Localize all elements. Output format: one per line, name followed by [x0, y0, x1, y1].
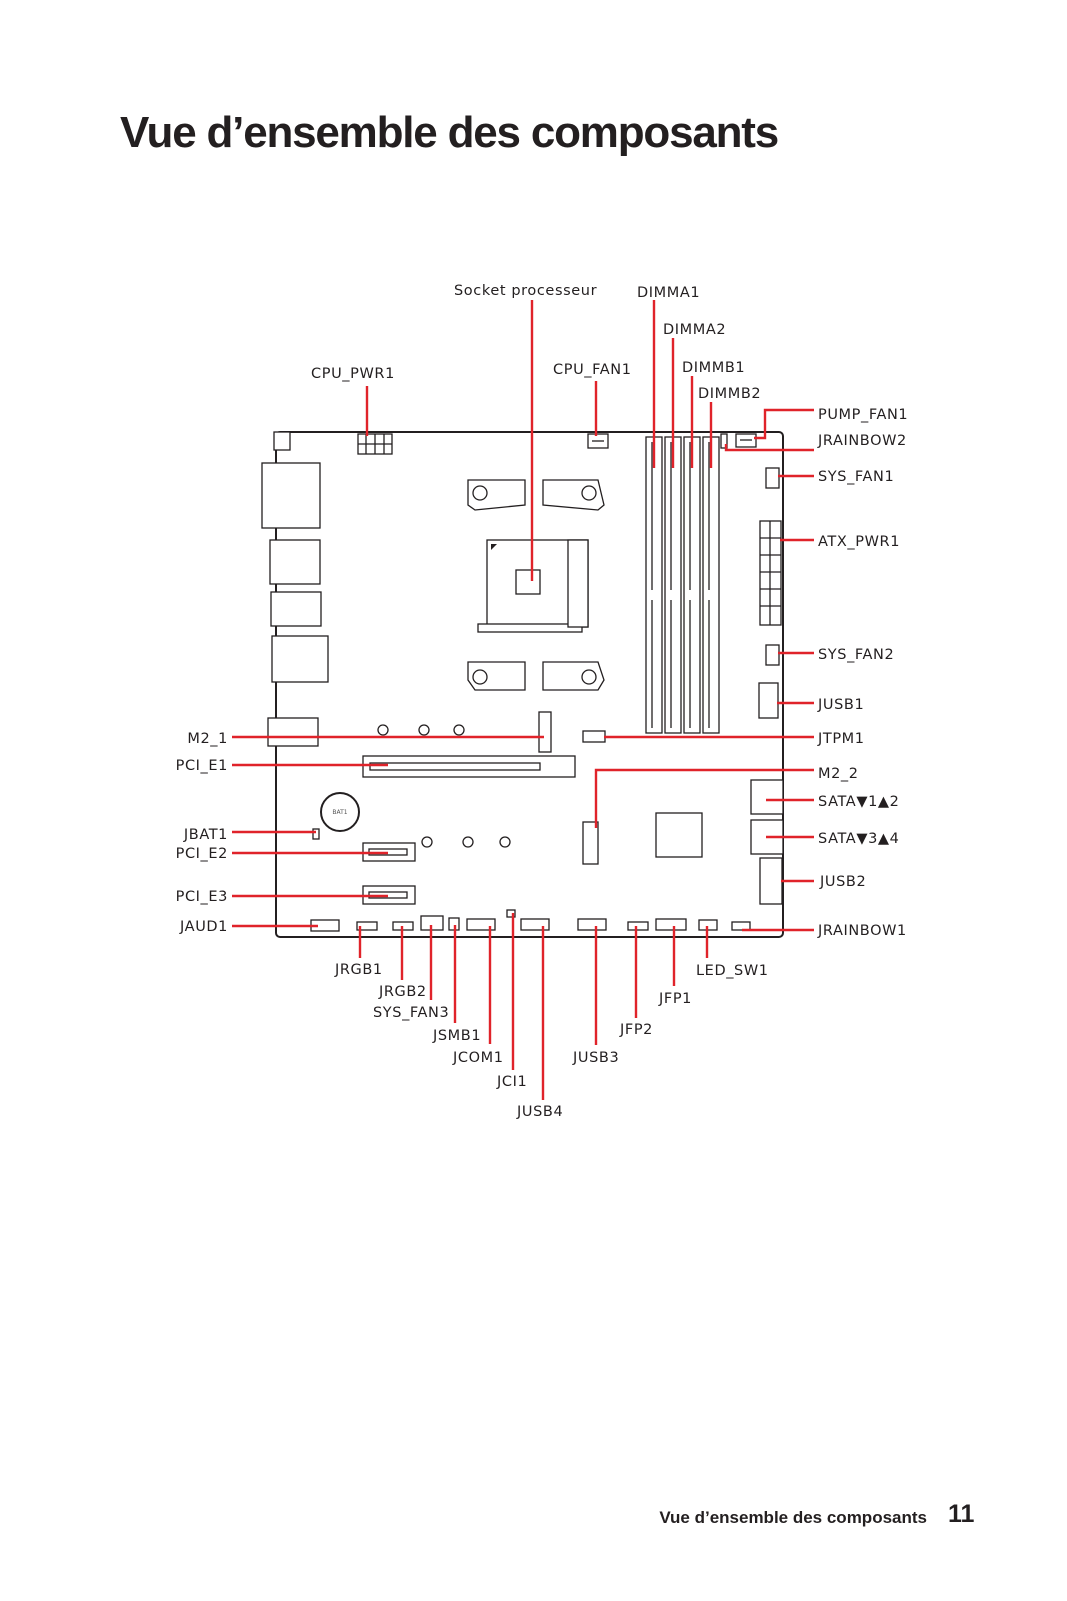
label-dimma2: DIMMA2 [663, 322, 726, 338]
label-jcom1: JCOM1 [452, 1050, 504, 1066]
mounting-holes [377, 724, 511, 848]
label-sata12: SATA▼1▲2 [818, 794, 899, 810]
label-jci1: JCI1 [496, 1074, 527, 1090]
label-sys-fan1: SYS_FAN1 [818, 469, 894, 485]
label-socket: Socket processeur [454, 283, 597, 299]
label-jusb4: JUSB4 [516, 1104, 563, 1120]
leader-jrainbow2 [724, 444, 814, 452]
label-dimma1: DIMMA1 [637, 285, 700, 301]
jtpm1-header [582, 730, 606, 743]
label-jfp2: JFP2 [619, 1022, 653, 1038]
cmos-battery: BAT1 [320, 792, 360, 832]
label-cpu-pwr1: CPU_PWR1 [311, 366, 395, 382]
label-led-sw1: LED_SW1 [696, 963, 769, 979]
m2-2-slot [582, 821, 599, 865]
label-jrainbow2: JRAINBOW2 [817, 433, 907, 449]
label-jrainbow1: JRAINBOW1 [817, 923, 907, 939]
cpu-fan1-header [587, 433, 609, 449]
label-jbat1: JBAT1 [183, 827, 228, 843]
jbat1-jumper [312, 828, 320, 840]
dimm-slots [645, 436, 720, 734]
page-number: 11 [948, 1500, 975, 1528]
label-dimmb1: DIMMB1 [682, 360, 745, 376]
chipset [655, 812, 703, 858]
label-jusb2: JUSB2 [819, 874, 866, 890]
label-atx-pwr1: ATX_PWR1 [818, 534, 900, 550]
m2-1-slot [538, 711, 552, 753]
label-pci-e2: PCI_E2 [176, 846, 228, 862]
pump-fan1-header [735, 433, 757, 448]
sys-fan2-header [765, 644, 780, 666]
cooler-bracket-bottom [467, 661, 605, 691]
sys-fan1-header [765, 467, 780, 489]
label-jrgb2: JRGB2 [378, 984, 427, 1000]
battery-label: BAT1 [332, 809, 347, 816]
label-m2-2: M2_2 [818, 766, 859, 782]
label-sys-fan3: SYS_FAN3 [373, 1005, 449, 1021]
label-jtpm1: JTPM1 [817, 731, 865, 747]
label-dimmb2: DIMMB2 [698, 386, 761, 402]
pci-e1-slot [362, 755, 576, 778]
label-jrgb1: JRGB1 [334, 962, 383, 978]
label-jfp1: JFP1 [658, 991, 692, 1007]
leader-lines [232, 300, 814, 1100]
label-sata34: SATA▼3▲4 [818, 831, 899, 847]
label-pci-e1: PCI_E1 [176, 758, 228, 774]
cooler-bracket-top [467, 479, 605, 511]
cpu-socket [477, 539, 589, 633]
jusb2-connector [759, 857, 783, 905]
footer-title: Vue d’ensemble des composants [659, 1508, 927, 1527]
leader-m2-2 [594, 768, 814, 828]
cpu-pwr1-connector [357, 433, 393, 455]
label-jaud1: JAUD1 [179, 919, 228, 935]
label-jsmb1: JSMB1 [432, 1028, 481, 1044]
leader-pump-fan1 [754, 408, 814, 440]
label-sys-fan2: SYS_FAN2 [818, 647, 894, 663]
label-pci-e3: PCI_E3 [176, 889, 228, 905]
jusb1-connector [758, 682, 779, 719]
rear-io-panel [261, 431, 329, 747]
label-jusb3: JUSB3 [572, 1050, 619, 1066]
label-jusb1: JUSB1 [817, 697, 864, 713]
label-pump-fan1: PUMP_FAN1 [818, 407, 908, 423]
page-title: Vue d’ensemble des composants [120, 108, 779, 157]
label-m2-1: M2_1 [187, 731, 228, 747]
label-cpu-fan1: CPU_FAN1 [553, 362, 632, 378]
atx-pwr1-connector [759, 520, 782, 626]
component-labels: Socket processeur DIMMA1 DIMMA2 DIMMB1 D… [176, 283, 908, 1120]
jrainbow2-header [720, 433, 728, 449]
